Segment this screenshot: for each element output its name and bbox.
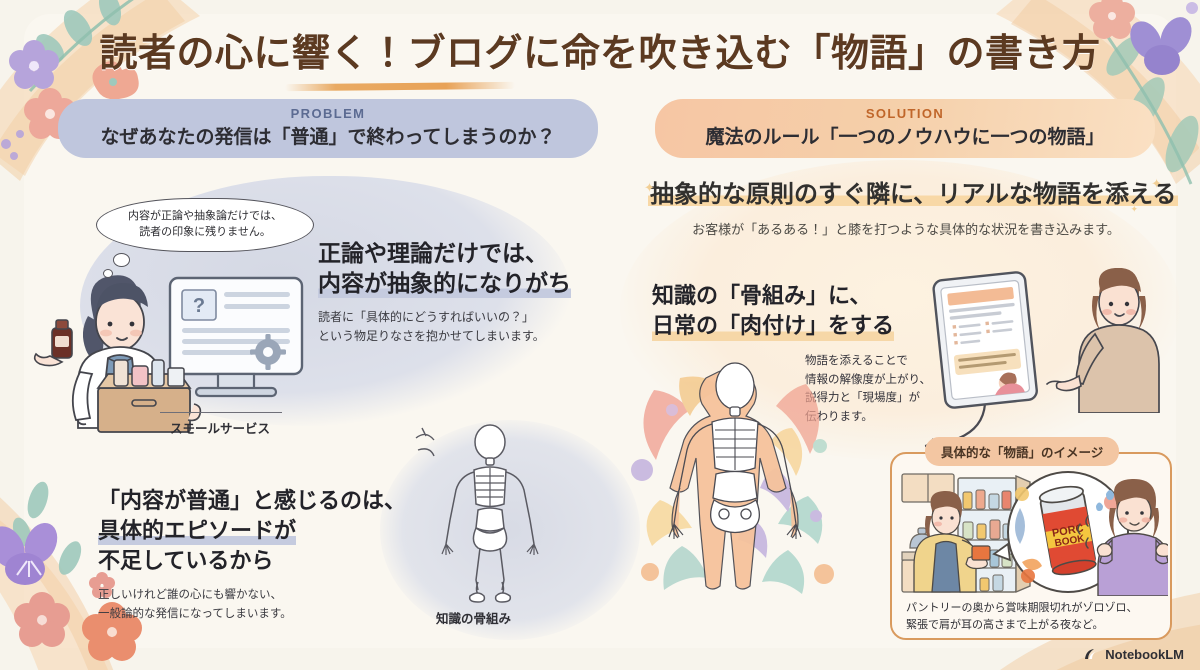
- solution-body: 物語を添えることで 情報の解像度が上がり、 説得力と「現場度」が 伝わります。: [805, 352, 931, 427]
- tablet-avatar-icon: [995, 372, 1025, 396]
- solution-headline: 知識の「骨組み」に、 日常の「肉付け」をする: [652, 281, 952, 342]
- gear-icon: [250, 334, 286, 370]
- thought-line-1: 内容が正論や抽象論だけでは、: [128, 210, 282, 222]
- can-icon: PORC BOOK: [1038, 485, 1097, 576]
- problem-h2-line3: 不足しているから: [98, 547, 274, 573]
- problem-headline-2: 「内容が普通」と感じるのは、 具体的エピソードが 不足しているから 正しいけれど…: [98, 486, 438, 624]
- cardboard-box-icon: [96, 359, 202, 433]
- thought-bubble: 内容が正論や抽象論だけでは、 読者の印象に残りません。: [96, 198, 314, 278]
- story-card-caption: パントリーの奥から賞味期限切れがゾロゾロ、 緊張で肩が耳の高さまで上がる夜など。: [906, 600, 1166, 634]
- sparkle-icon-right: ✦: [1151, 176, 1162, 191]
- svg-text:PORC: PORC: [1051, 522, 1084, 539]
- problem-h1-line2: 内容が抽象的になりがち: [318, 268, 571, 299]
- small-service-caption-rule: [160, 412, 282, 414]
- illustration-small-service: ?: [33, 275, 304, 433]
- page-title-wrap: 読者の心に響く！ブログに命を吹き込む「物語」の書き方: [0, 22, 1200, 92]
- stress-lines-icon: [1077, 515, 1089, 549]
- solution-lead-sub: お客様が「あるある！」と膝を打つような具体的な状況を書き込みます。: [692, 222, 1120, 237]
- solution-lead-main-wrap: 抽象的な原則のすぐ隣に、リアルな物語を添える: [648, 174, 1179, 209]
- solution-h-line1: 知識の「骨組み」に、: [652, 283, 872, 308]
- problem-h2-line2: 具体的エピソードが: [98, 515, 297, 546]
- problem-panel-header: PROBLEM なぜあなたの発信は「普通」で終わってしまうのか？: [58, 99, 598, 158]
- monitor-icon: ?: [168, 276, 304, 398]
- solution-rule: 魔法のルール「一つのノウハウに一つの物語」: [705, 127, 1105, 148]
- notebooklm-logo-icon: [1085, 649, 1096, 659]
- illustration-tablet-and-reader: [932, 268, 1160, 413]
- solution-body-line2: 情報の解像度が上がり、: [805, 373, 932, 386]
- solution-body-line1: 物語を添えることで: [805, 355, 908, 367]
- brand-label: NotebookLM: [1105, 646, 1184, 662]
- problem-headline-1: 正論や理論だけでは、 内容が抽象的になりがち 読者に「具体的にどうすればいいの？…: [318, 238, 618, 346]
- story-card-badge: 具体的な「物語」のイメージ: [925, 437, 1120, 466]
- thought-line-2: 読者の印象に残りません。: [139, 225, 271, 238]
- story-caption-line1: パントリーの奥から賞味期限切れがゾロゾロ、: [906, 602, 1138, 614]
- problem-h1-line1: 正論や理論だけでは、: [318, 240, 548, 266]
- title-underline: [284, 81, 516, 92]
- solution-body-line3: 説得力と「現場度」が: [805, 392, 920, 405]
- sweat-drop-icon: [1096, 490, 1114, 511]
- svg-text:?: ?: [193, 295, 205, 317]
- woman-at-pantry: [913, 490, 991, 593]
- solution-kicker: SOLUTION: [865, 106, 945, 121]
- solution-lead-main: 抽象的な原則のすぐ隣に、リアルな物語を添える: [648, 174, 1179, 209]
- svg-text:BOOK: BOOK: [1054, 533, 1086, 549]
- jars: [962, 489, 1013, 592]
- bottle-icon: [33, 319, 73, 367]
- problem-kicker: PROBLEM: [290, 106, 366, 121]
- footer-brand: NotebookLM: [1083, 646, 1184, 662]
- sparkle-icon-left: ✦: [644, 180, 655, 195]
- problem-h1-body1: 読者に「具体的にどうすればいいの？」: [318, 309, 535, 324]
- skeleton-caption: 知識の骨組み: [436, 612, 512, 626]
- page-title: 読者の心に響く！ブログに命を吹き込む「物語」の書き方: [99, 33, 1101, 75]
- solution-panel-header: SOLUTION 魔法のルール「一つのノウハウに一つの物語」: [655, 99, 1155, 158]
- kitchen-scene: [901, 473, 1031, 594]
- problem-question: なぜあなたの発信は「普通」で終わってしまうのか？: [100, 127, 556, 148]
- solution-lead: ✦ ✦ ✦ 抽象的な原則のすぐ隣に、リアルな物語を添える お客様が「あるある！」…: [644, 174, 1179, 238]
- illustration-pantry-story: PORC BOOK: [901, 471, 1168, 596]
- illustration-knowledge-skeleton: [415, 424, 539, 603]
- solution-h-line2: 日常の「肉付け」をする: [652, 311, 895, 342]
- woman-tense: [1077, 478, 1168, 596]
- solution-body-line4: 伝わります。: [805, 410, 873, 423]
- sparkle-icon-small: ✦: [1130, 204, 1138, 214]
- illustration-skeleton-with-flesh: [631, 362, 834, 594]
- problem-h1-body2: という物足りなさを抱かせてしまいます。: [318, 329, 545, 344]
- tablet-icon: [932, 271, 1038, 409]
- small-service-caption: スモールサービス: [170, 422, 271, 436]
- woman-with-box-illustration: [33, 275, 202, 433]
- story-caption-line2: 緊張で肩が耳の高さまで上がる夜など。: [906, 619, 1104, 632]
- problem-h2-line1: 「内容が普通」と感じるのは、: [98, 488, 407, 513]
- idea-sparkle-icon: [415, 427, 435, 457]
- skeleton-overlay: [668, 362, 802, 539]
- woman-pointing-illustration: [1046, 268, 1160, 413]
- problem-h2-body2: 一般論的な発信になってしまいます。: [98, 608, 292, 621]
- problem-h2-body1: 正しいけれど誰の心にも響かない、: [98, 588, 282, 601]
